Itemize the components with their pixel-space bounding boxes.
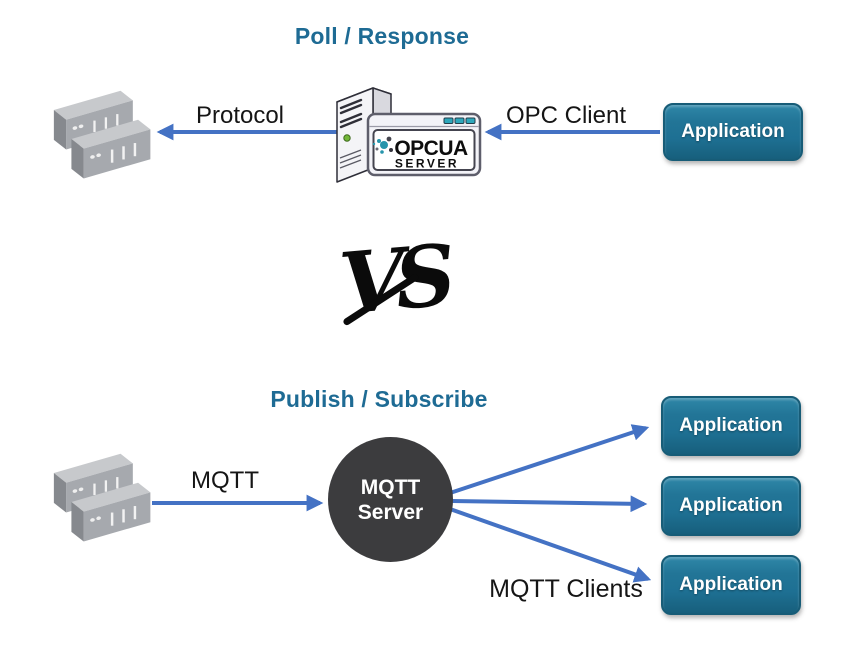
application-node-label: Application (679, 495, 783, 516)
opcua-server-icon: OPCUA SERVER (336, 87, 482, 183)
plc-devices-icon-top (52, 89, 154, 182)
fanout-arrow-2 (451, 495, 648, 513)
fanout-arrow-3 (449, 507, 652, 583)
application-node-3: Application (661, 555, 801, 615)
splatter-decoration (372, 136, 393, 154)
application-node-label: Application (681, 121, 785, 142)
plc-devices-icon-bottom (52, 452, 154, 545)
opcua-badge-title: OPCUA (394, 137, 468, 160)
vs-divider: VS (336, 226, 460, 345)
application-node-label: Application (679, 415, 783, 436)
application-node-2: Application (661, 476, 801, 536)
window-button-icon (443, 117, 454, 124)
fanout-arrow-1 (449, 424, 650, 495)
application-node-top: Application (663, 103, 803, 161)
application-node-1: Application (661, 396, 801, 456)
drive-bay-slots (339, 98, 363, 115)
mqtt-server-label-line1: MQTT (360, 475, 421, 499)
window-button-icon (465, 117, 476, 124)
opcua-badge: OPCUA SERVER (366, 112, 482, 177)
mqtt-label: MQTT (191, 467, 259, 494)
poll-response-title: Poll / Response (294, 23, 470, 49)
mqtt-clients-label: MQTT Clients (489, 575, 643, 603)
power-led (343, 134, 351, 142)
mqtt-server-label-line2: Server (357, 500, 424, 524)
application-node-label: Application (679, 574, 783, 595)
publish-subscribe-title: Publish / Subscribe (270, 386, 488, 412)
opcua-badge-subtitle: SERVER (395, 157, 459, 171)
protocol-label: Protocol (195, 102, 285, 129)
mqtt-server-node: MQTT Server (328, 437, 453, 562)
opc-client-label: OPC Client (505, 102, 627, 129)
drive-bay-slots (339, 112, 363, 129)
vent-lines (339, 149, 362, 169)
window-button-icon (454, 117, 465, 124)
